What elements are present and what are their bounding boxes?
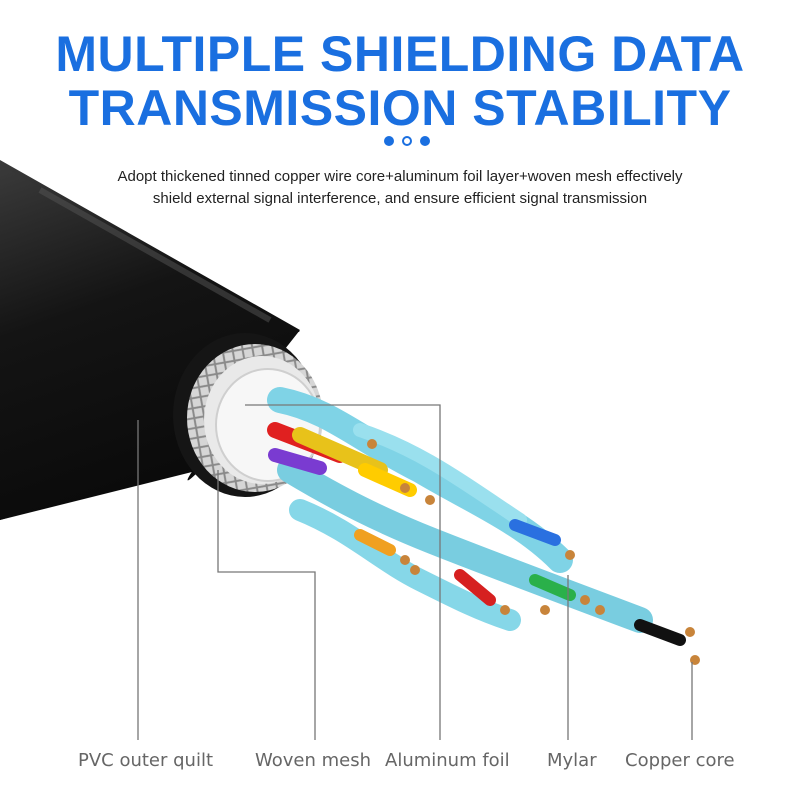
label-woven-mesh: Woven mesh (255, 750, 372, 771)
dot-icon (402, 136, 412, 146)
title-line-2: TRANSMISSION STABILITY (68, 80, 732, 136)
twisted-pairs (267, 387, 653, 633)
leader-lines (137, 404, 693, 740)
label-copper-core: Copper core (625, 750, 735, 771)
decorative-dots (384, 136, 444, 148)
label-pvc-outer-quilt: PVC outer quilt (78, 750, 214, 771)
subtitle-line-2: shield external signal interference, and… (152, 190, 648, 207)
dot-icon (384, 136, 394, 146)
label-aluminum-foil: Aluminum foil (385, 750, 510, 771)
dot-icon (420, 136, 430, 146)
label-mylar: Mylar (547, 750, 597, 771)
copper-cores (367, 439, 700, 665)
title-line-1: MULTIPLE SHIELDING DATA (55, 26, 745, 82)
subtitle-line-1: Adopt thickened tinned copper wire core+… (117, 168, 683, 185)
